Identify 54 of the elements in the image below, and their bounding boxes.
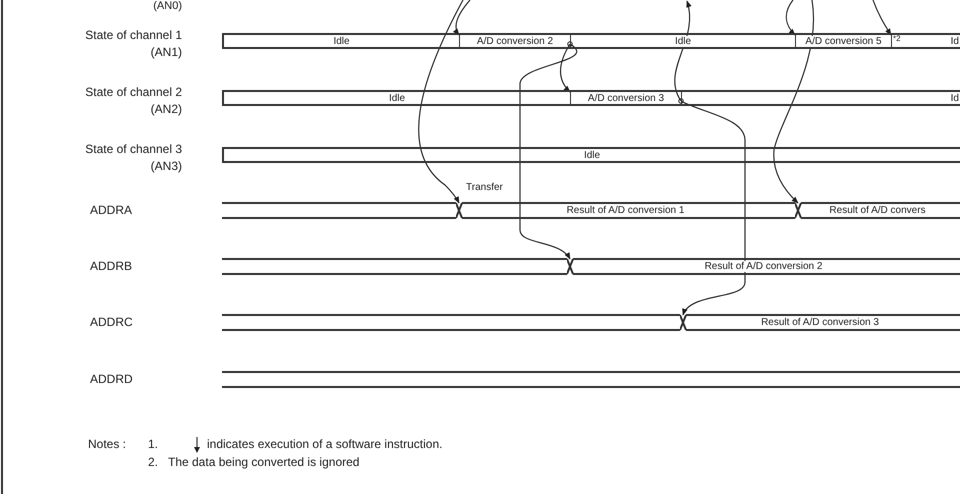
register-value-segment bbox=[456, 202, 795, 219]
arrow bbox=[786, 0, 796, 36]
state-segment bbox=[222, 90, 570, 106]
row-label: (AN0) bbox=[153, 0, 182, 12]
state-segment bbox=[459, 33, 570, 49]
note-text: indicates execution of a software instruction. bbox=[207, 437, 442, 452]
empty-register-bar bbox=[222, 314, 680, 331]
arrow bbox=[418, 0, 464, 204]
state-segment bbox=[222, 33, 459, 49]
register-value-segment bbox=[567, 258, 960, 275]
note-text: The data being converted is ignored bbox=[168, 455, 360, 470]
segment-text: Idle bbox=[582, 150, 602, 160]
segment-text: Result of A/D conversion 2 bbox=[704, 261, 824, 272]
segment-text: Result of A/D conversion 1 bbox=[566, 205, 686, 216]
register-label: ADDRC bbox=[90, 315, 133, 330]
arrow bbox=[773, 0, 814, 204]
row-label: State of channel 3 (AN3) bbox=[84, 141, 182, 175]
arrow bbox=[674, 0, 692, 102]
row-label: State of channel 1 (AN1) bbox=[84, 27, 182, 61]
register-label: ADDRA bbox=[90, 203, 132, 218]
state-segment bbox=[681, 90, 960, 106]
segment-text: Id bbox=[950, 92, 960, 104]
state-segment bbox=[570, 33, 795, 49]
arrow bbox=[872, 0, 892, 36]
arrow bbox=[560, 44, 570, 92]
note-number: 2. bbox=[148, 455, 158, 470]
arrow bbox=[453, 0, 470, 36]
state-segment bbox=[222, 147, 960, 163]
arrow bbox=[680, 100, 746, 316]
segment-text: A/D conversion 2 bbox=[476, 36, 554, 46]
row-label: State of channel 2 (AN2) bbox=[84, 84, 182, 118]
empty-register-bar bbox=[222, 371, 960, 388]
segment-text: Result of A/D conversion 3 bbox=[760, 317, 880, 328]
segment-text: Idle bbox=[332, 36, 351, 46]
register-label: ADDRD bbox=[90, 372, 133, 387]
segment-text: Result of A/D convers bbox=[828, 205, 927, 216]
notes-heading: Notes : bbox=[88, 437, 126, 452]
register-label: ADDRB bbox=[90, 259, 132, 274]
segment-text: Id bbox=[950, 36, 960, 46]
register-value-segment bbox=[795, 202, 960, 219]
segment-text: Idle bbox=[388, 92, 406, 104]
edge-label: Transfer bbox=[466, 182, 503, 193]
empty-register-bar bbox=[222, 258, 567, 275]
segment-text: A/D conversion 5 bbox=[804, 36, 883, 46]
note-number: 1. bbox=[148, 437, 158, 452]
segment-text: A/D conversion 3 bbox=[586, 92, 666, 104]
note-mark: *2 bbox=[893, 34, 901, 43]
state-segment bbox=[570, 90, 681, 106]
state-segment bbox=[795, 33, 891, 49]
state-segment bbox=[891, 33, 960, 49]
empty-register-bar bbox=[222, 202, 456, 219]
register-value-segment bbox=[680, 314, 960, 331]
segment-text: Idle bbox=[674, 36, 692, 46]
arrow bbox=[519, 44, 577, 260]
